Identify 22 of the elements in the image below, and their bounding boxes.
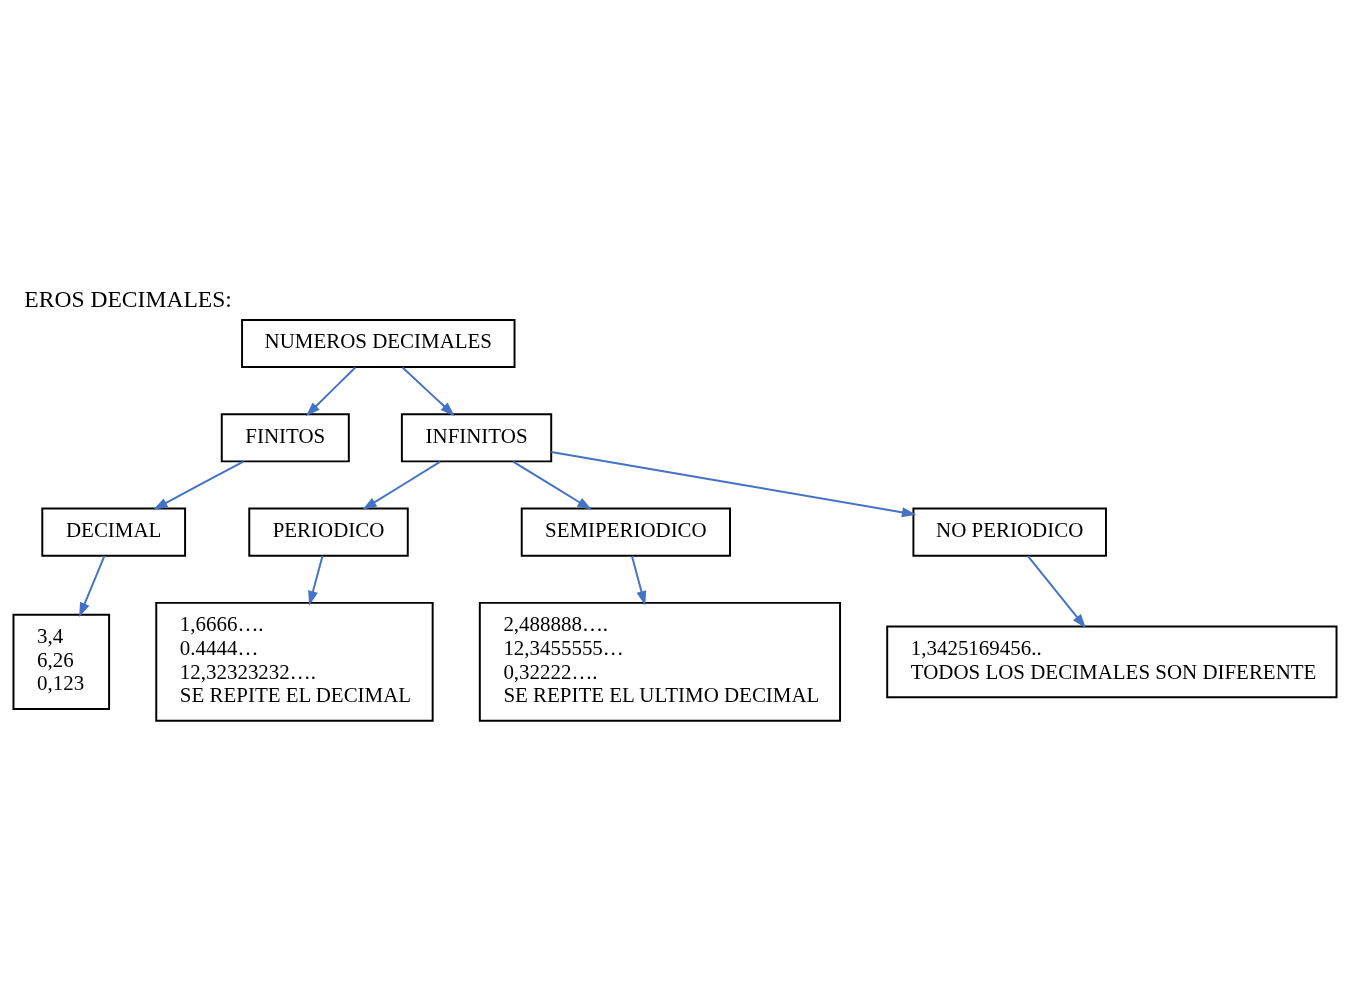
node-box: NO PERIODICO	[912, 507, 1107, 557]
arrow	[153, 460, 245, 510]
node-box: 1,6666…. 0.4444… 12,32323232…. SE REPITE EL DECIMAL	[155, 601, 434, 722]
arrow	[631, 555, 647, 606]
node-box: 1,3425169456.. TODOS LOS DECIMALES SON DIFERENTE	[886, 625, 1338, 699]
arrow	[1026, 555, 1086, 629]
arrow	[550, 451, 917, 518]
arrow	[401, 366, 455, 417]
arrow	[512, 460, 592, 510]
node-box: 2,488888…. 12,3455555… 0,32222…. SE REPITE EL ULTIMO DECIMAL	[478, 601, 842, 722]
node-box: DECIMAL	[41, 507, 187, 557]
arrow	[79, 555, 106, 618]
diagram-title: EROS DECIMALES:	[24, 286, 232, 313]
node-box: PERIODICO	[248, 507, 409, 557]
node-box: INFINITOS	[400, 413, 553, 463]
node-box: NUMEROS DECIMALES	[241, 318, 516, 369]
node-box: 3,4 6,26 0,123	[12, 613, 111, 710]
arrow	[308, 555, 324, 606]
node-box: SEMIPERIODICO	[520, 507, 731, 557]
arrow	[305, 366, 357, 417]
arrow	[362, 460, 442, 510]
node-box: FINITOS	[220, 413, 350, 463]
